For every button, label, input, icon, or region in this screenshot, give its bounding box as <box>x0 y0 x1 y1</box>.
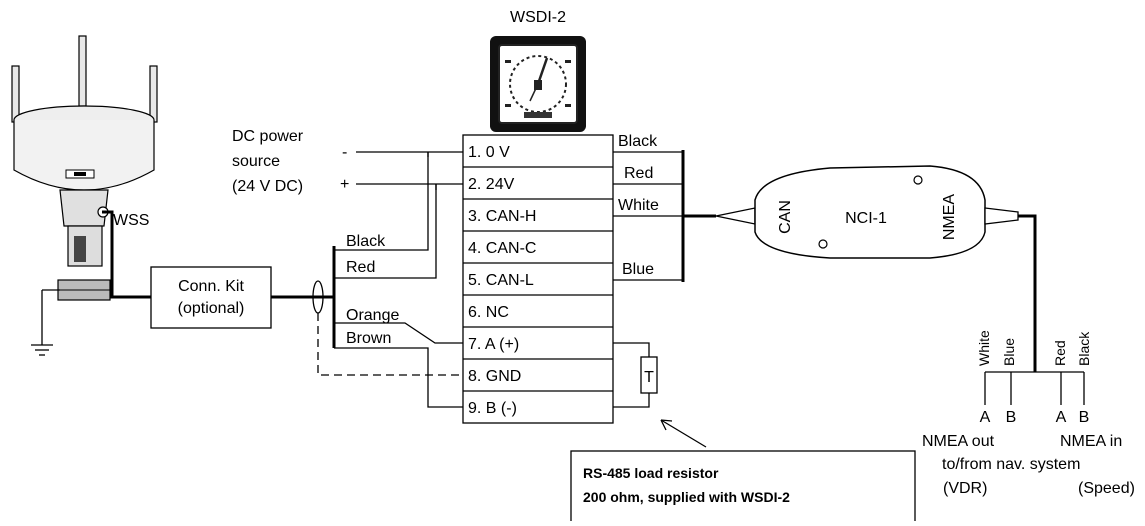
nmea-out-label: NMEA out <box>922 433 995 450</box>
nmea-cable <box>1018 214 1037 372</box>
nci1-unit-icon <box>715 165 1019 259</box>
nmea-vdr-label: (VDR) <box>943 480 987 497</box>
wsdi2-display-icon <box>490 36 586 132</box>
left-wire-orange: Orange <box>346 307 399 324</box>
nci-nmea-label: NMEA <box>941 194 958 241</box>
right-wire-white: White <box>618 197 659 214</box>
sensor-cable <box>102 210 151 299</box>
nmea-pin-out-a: A <box>980 409 991 426</box>
left-wire-brown: Brown <box>346 330 391 347</box>
note-box <box>570 450 916 526</box>
terminal-4: 4. CAN-C <box>468 240 536 257</box>
conn-kit-box <box>150 266 272 329</box>
wss-sensor-icon <box>11 35 158 301</box>
right-wire-red: Red <box>624 165 653 182</box>
terminal-1: 1. 0 V <box>468 144 510 161</box>
nmea-pin-out-b: B <box>1006 409 1017 426</box>
nmea-in-label: NMEA in <box>1060 433 1122 450</box>
nmea-speed-label: (Speed) <box>1078 480 1135 497</box>
resistor-arrow-line <box>660 419 707 448</box>
resistor-lead-bottom <box>613 393 650 408</box>
nmea-label-white: White <box>976 330 992 366</box>
nmea-pin-in-a: A <box>1056 409 1067 426</box>
nmea-label-red: Red <box>1052 340 1068 366</box>
terminal-5: 5. CAN-L <box>468 272 534 289</box>
wire-red-left <box>334 184 437 279</box>
left-wire-red: Red <box>346 259 375 276</box>
nmea-label-blue: Blue <box>1001 338 1017 366</box>
resistor-symbol: T <box>644 369 654 386</box>
nci-can-label: CAN <box>777 200 794 234</box>
wire-black-left <box>334 152 429 251</box>
power-label-3: (24 V DC) <box>232 178 303 195</box>
right-wire-blue: Blue <box>622 261 654 278</box>
terminal-6: 6. NC <box>468 304 509 321</box>
wire-brown-left <box>334 347 463 408</box>
terminal-2: 2. 24V <box>468 176 515 193</box>
note-line-2: 200 ohm, supplied with WSDI-2 <box>583 489 790 505</box>
note-line-1: RS-485 load resistor <box>583 465 719 481</box>
left-wire-black: Black <box>346 233 386 250</box>
terminal-7: 7. A (+) <box>468 336 519 353</box>
conn-kit-label-2: (optional) <box>178 300 245 317</box>
terminal-block <box>462 134 614 424</box>
ground-icon <box>31 289 60 356</box>
conn-kit-label-1: Conn. Kit <box>178 278 244 295</box>
terminal-8: 8. GND <box>468 368 521 385</box>
resistor-lead-top <box>613 342 650 357</box>
resistor-arrow-head <box>660 419 673 431</box>
wire-gnd-shield <box>317 313 463 376</box>
power-plus: + <box>340 176 349 193</box>
power-label-1: DC power <box>232 128 304 145</box>
terminal-9: 9. B (-) <box>468 400 517 417</box>
nmea-label-black: Black <box>1076 331 1092 366</box>
wire-orange-left <box>334 322 463 344</box>
wss-label: WSS <box>113 212 149 229</box>
resistor-icon <box>640 356 658 394</box>
right-wire-black: Black <box>618 133 658 150</box>
nmea-pin-in-b: B <box>1079 409 1090 426</box>
nmea-system-label: to/from nav. system <box>942 456 1080 473</box>
power-label-2: source <box>232 153 280 170</box>
power-minus: - <box>342 144 347 161</box>
terminal-3: 3. CAN-H <box>468 208 536 225</box>
nci-name-label: NCI-1 <box>845 210 887 227</box>
wsdi2-title: WSDI-2 <box>510 9 566 26</box>
wire-junctions <box>427 152 437 190</box>
